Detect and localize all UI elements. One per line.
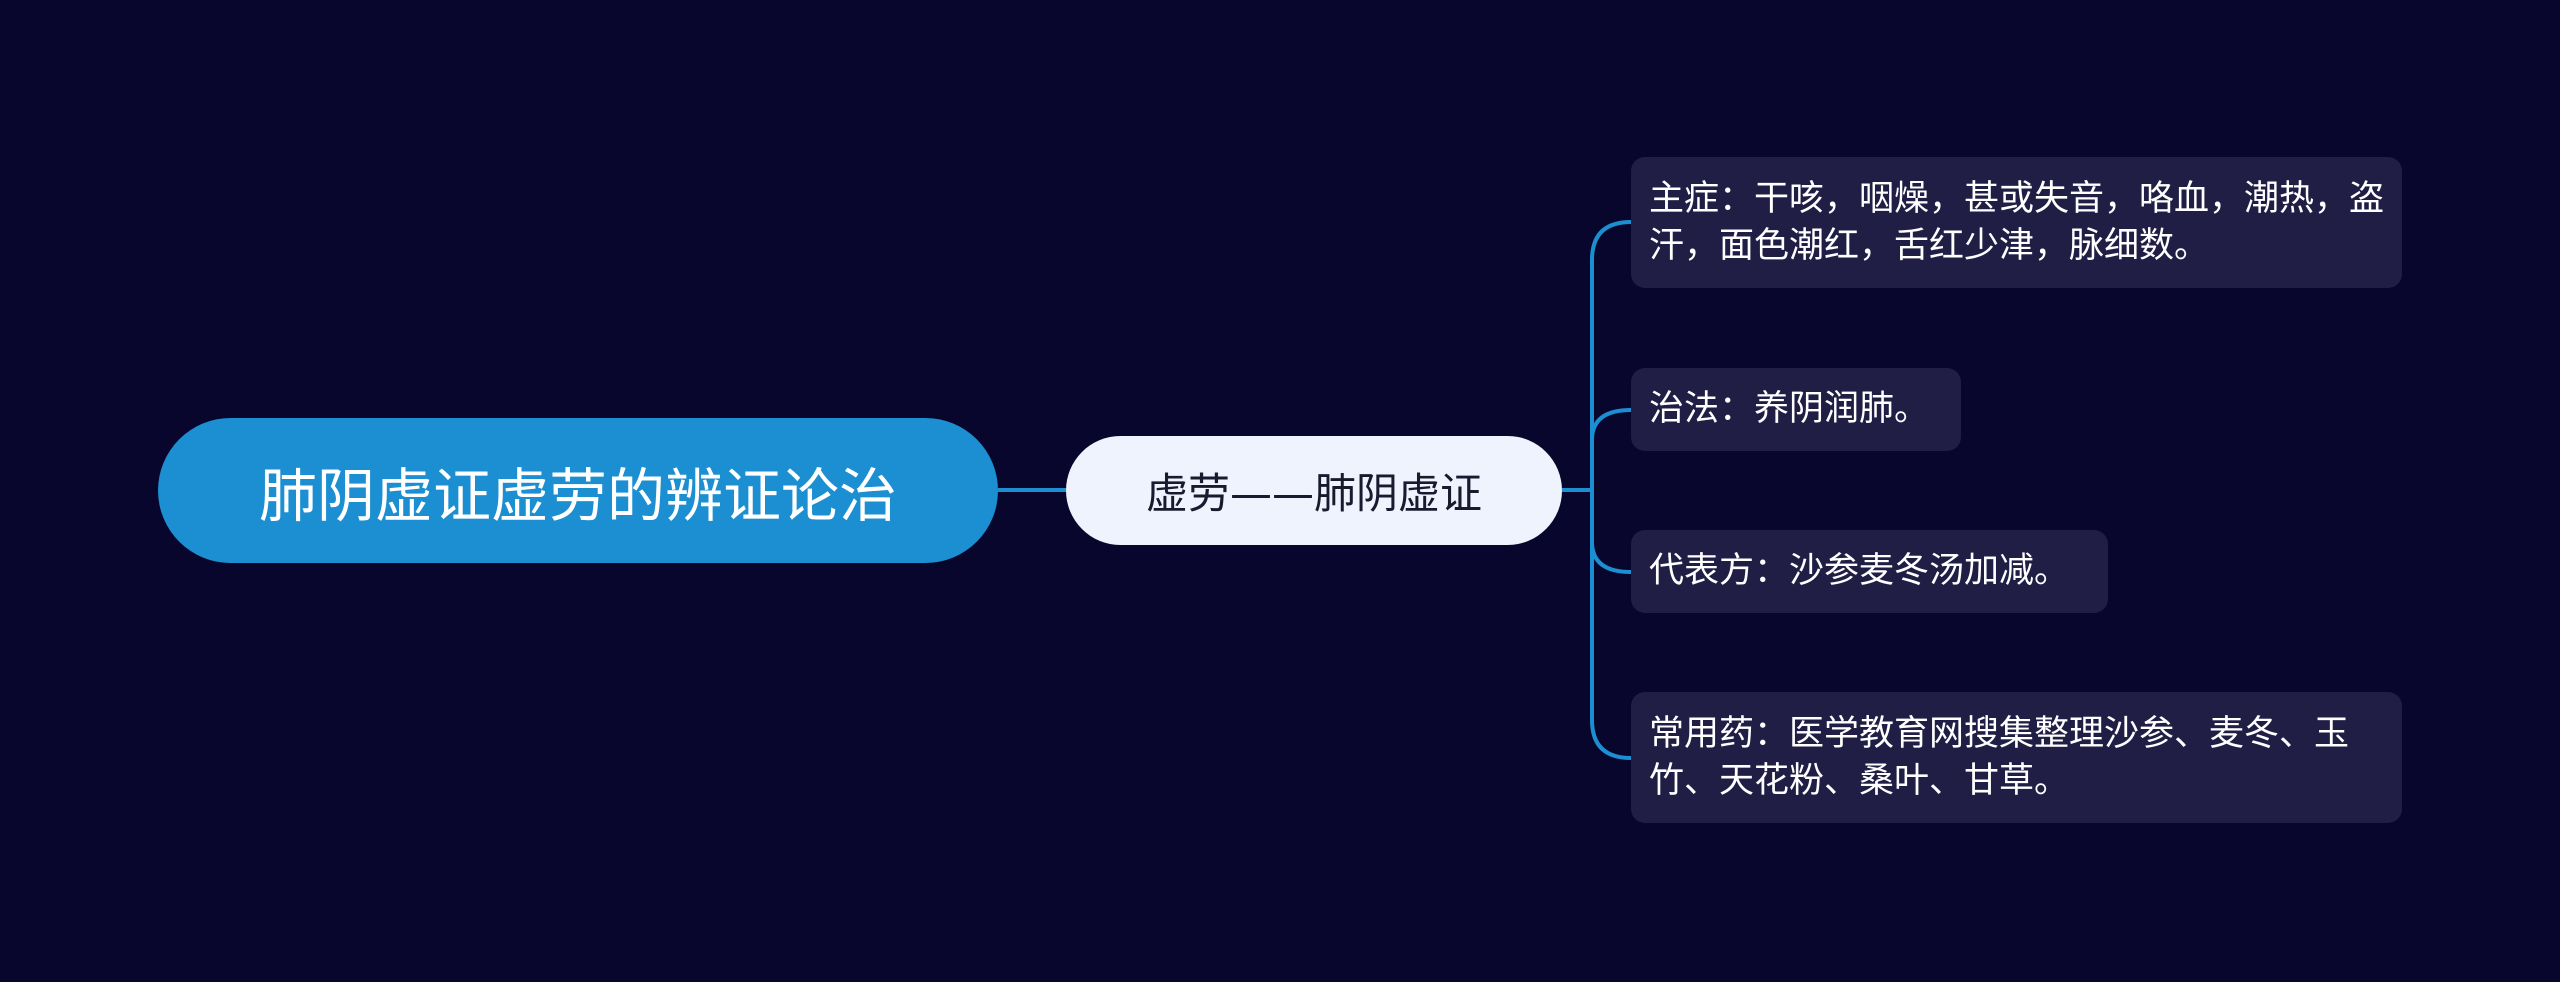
root-node[interactable]: 肺阴虚证虚劳的辨证论治 [158, 418, 998, 563]
leaf-node-common-herbs[interactable]: 常用药：医学教育网搜集整理沙参、麦冬、玉竹、天花粉、桑叶、甘草。 [1631, 692, 2402, 823]
leaf-node-label: 代表方：沙参麦冬汤加减。 [1649, 551, 2070, 591]
leaf-node-formula[interactable]: 代表方：沙参麦冬汤加减。 [1631, 530, 2108, 613]
branch-node[interactable]: 虚劳——肺阴虚证 [1066, 436, 1562, 545]
leaf-node-label: 治法：养阴润肺。 [1649, 389, 1930, 429]
branch-node-label: 虚劳——肺阴虚证 [1145, 469, 1482, 518]
connector-leaf-3 [1590, 490, 1632, 574]
leaf-node-treatment[interactable]: 治法：养阴润肺。 [1631, 368, 1961, 451]
leaf-node-label: 主症：干咳，咽燥，甚或失音，咯血，潮热，盗汗，面色潮红，舌红少津，脉细数。 [1649, 178, 2385, 266]
connector-leaf-2 [1590, 408, 1632, 490]
leaf-node-main-symptoms[interactable]: 主症：干咳，咽燥，甚或失音，咯血，潮热，盗汗，面色潮红，舌红少津，脉细数。 [1631, 157, 2402, 288]
root-node-label: 肺阴虚证虚劳的辨证论治 [258, 461, 897, 530]
connector-leaf-4 [1590, 490, 1632, 760]
connector-leaf-1 [1590, 220, 1632, 490]
leaf-node-label: 常用药：医学教育网搜集整理沙参、麦冬、玉竹、天花粉、桑叶、甘草。 [1649, 713, 2350, 801]
